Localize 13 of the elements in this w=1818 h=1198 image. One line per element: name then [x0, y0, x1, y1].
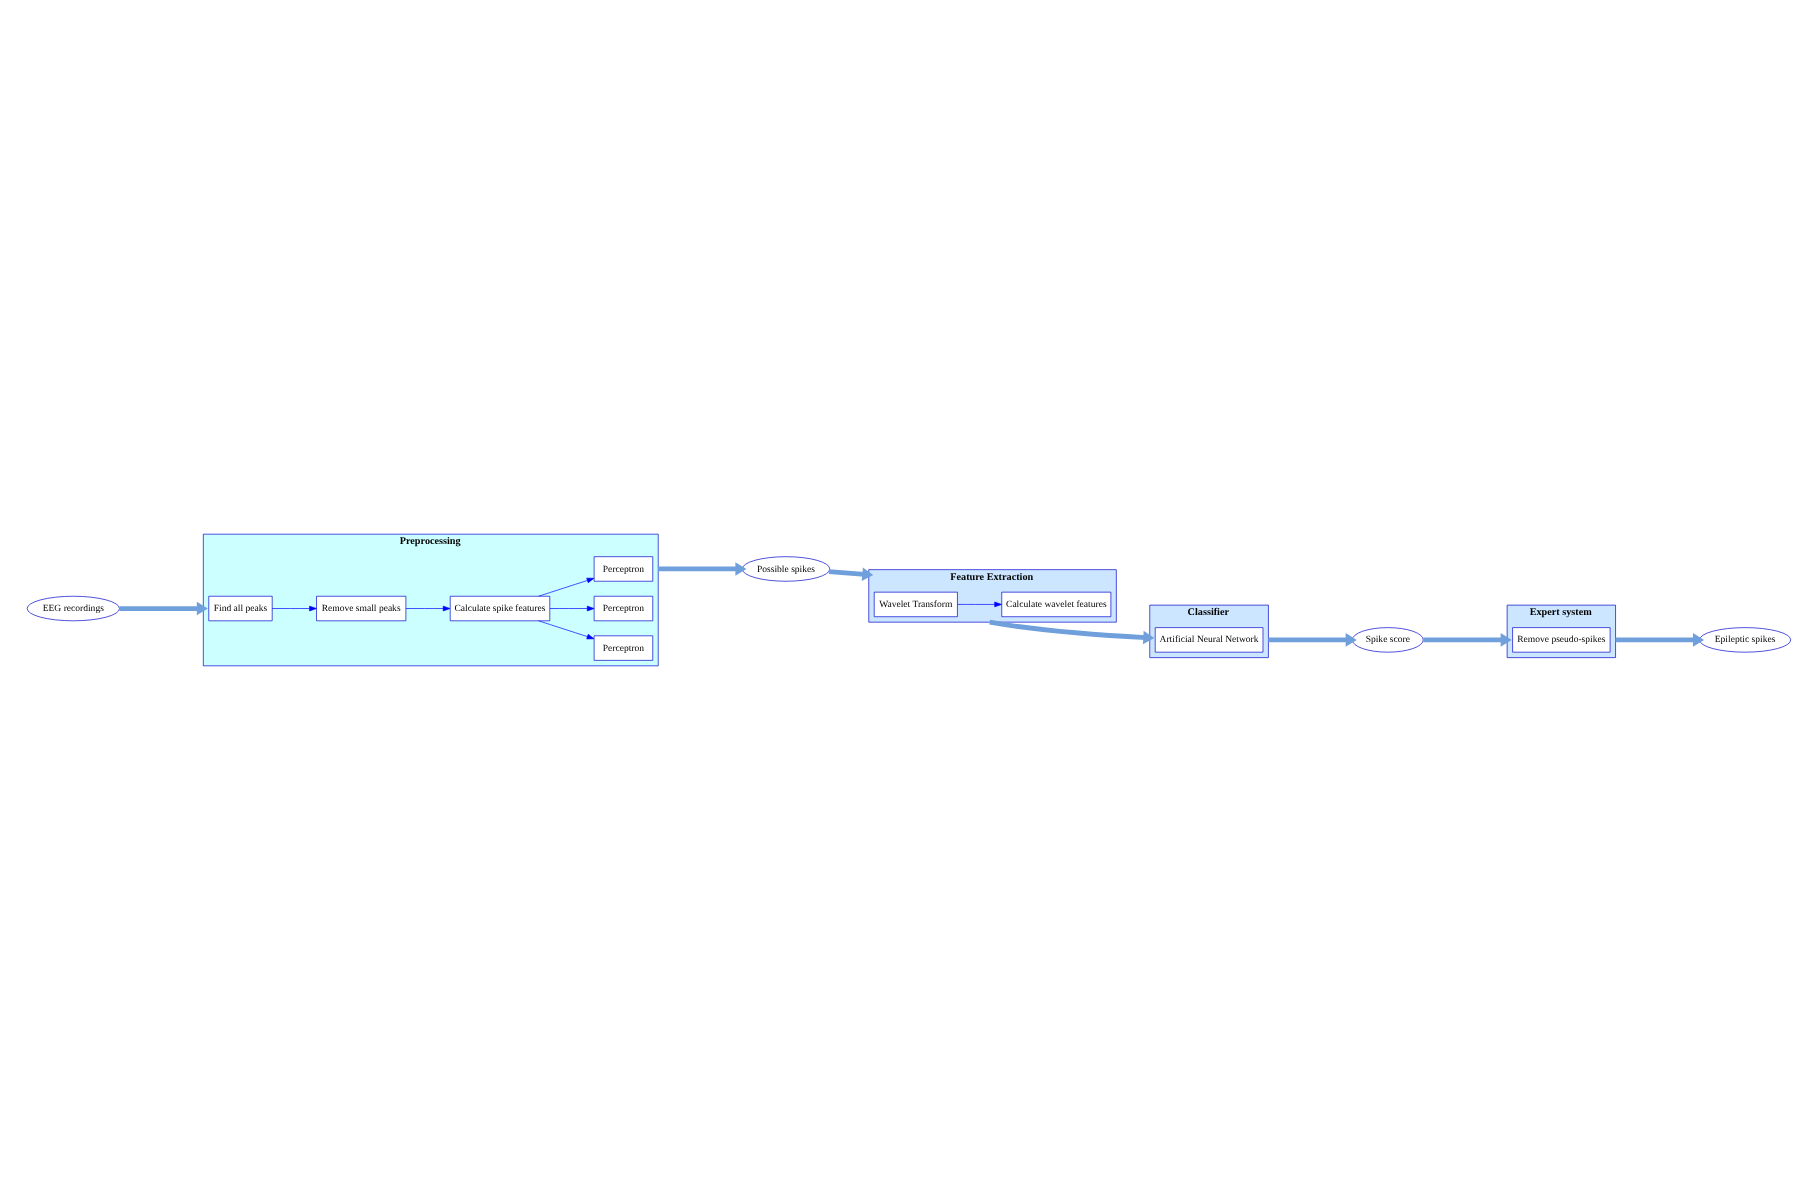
arrow	[1268, 632, 1357, 646]
arrow	[405, 604, 451, 611]
arrow	[538, 576, 595, 596]
arrow	[957, 600, 1002, 607]
arrow	[658, 561, 747, 575]
arrow	[119, 600, 208, 615]
arrow	[538, 619, 595, 639]
arrow	[1423, 632, 1512, 646]
arrow	[549, 604, 595, 611]
arrow	[989, 618, 1155, 644]
arrow	[828, 566, 874, 580]
arrow	[271, 604, 317, 611]
arrow	[1615, 632, 1705, 646]
